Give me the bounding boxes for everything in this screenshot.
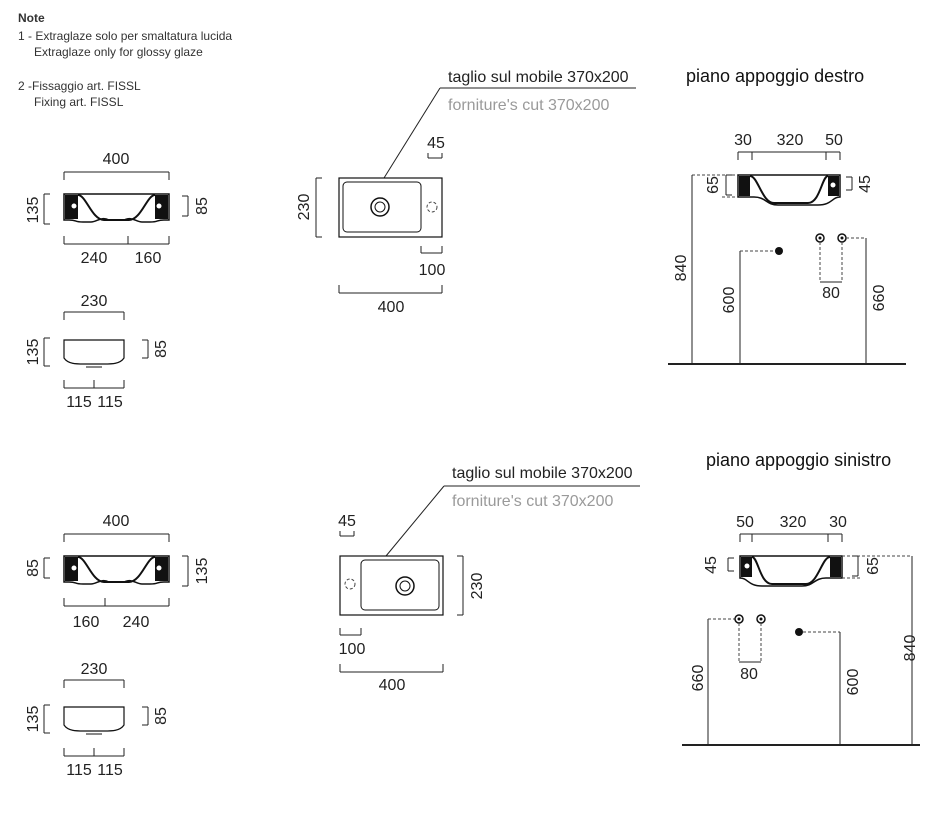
dim-45-r: 45 xyxy=(857,175,874,193)
front-view-bottom: 400 85 135 160 240 xyxy=(25,513,211,631)
dim-45: 45 xyxy=(427,135,445,152)
dim-100-b: 100 xyxy=(339,641,366,658)
dim-side-85: 85 xyxy=(153,340,170,358)
dim-45-l: 45 xyxy=(703,556,720,574)
dim-80-l: 80 xyxy=(740,666,758,683)
note-2-it: 2 -Fissaggio art. FISSL xyxy=(18,79,141,93)
dim-230-plan-b: 230 xyxy=(469,573,486,600)
note-2-en: Fixing art. FISSL xyxy=(34,95,124,109)
dim-160: 160 xyxy=(135,250,162,267)
dim-400-plan: 400 xyxy=(378,299,405,316)
notes-title: Note xyxy=(18,11,45,25)
dim-320-l: 320 xyxy=(780,514,807,531)
dim-240-b: 240 xyxy=(123,614,150,631)
dim-height-85: 85 xyxy=(194,197,211,215)
dim-230-plan: 230 xyxy=(296,194,313,221)
dim-45-b: 45 xyxy=(338,513,356,530)
dim-840-r: 840 xyxy=(673,255,690,282)
cut-label-en: forniture's cut 370x200 xyxy=(448,97,609,114)
front-view-top: 400 135 85 240 160 xyxy=(25,151,211,267)
side-view-top: 230 135 85 115 115 xyxy=(25,293,170,411)
plan-view-bottom: taglio sul mobile 370x200 forniture's cu… xyxy=(338,465,640,694)
cut-label-it: taglio sul mobile 370x200 xyxy=(448,69,629,86)
dim-230: 230 xyxy=(81,293,108,310)
dim-100: 100 xyxy=(419,262,446,279)
cut-label-en-b: forniture's cut 370x200 xyxy=(452,493,613,510)
dim-85-b: 85 xyxy=(25,559,42,577)
dim-side-85-b: 85 xyxy=(153,707,170,725)
dim-135-b: 135 xyxy=(194,558,211,585)
dim-80-r: 80 xyxy=(822,285,840,302)
install-left: piano appoggio sinistro 50 320 30 45 65 … xyxy=(682,450,920,746)
dim-side-135: 135 xyxy=(25,339,42,366)
dim-115-d: 115 xyxy=(97,762,123,779)
dim-30-l: 30 xyxy=(829,514,847,531)
dim-240: 240 xyxy=(81,250,108,267)
dim-width-400: 400 xyxy=(103,151,130,168)
dim-side-135-b: 135 xyxy=(25,706,42,733)
dim-30-r: 30 xyxy=(734,132,752,149)
dim-115-c: 115 xyxy=(66,762,92,779)
dim-115-a: 115 xyxy=(66,394,92,411)
dim-width-400-b: 400 xyxy=(103,513,130,530)
dim-660-r: 660 xyxy=(871,285,888,312)
side-view-bottom: 230 135 85 115 115 xyxy=(25,661,170,779)
dim-65-l: 65 xyxy=(865,557,882,575)
dim-660-l: 660 xyxy=(690,665,707,692)
dim-50-l: 50 xyxy=(736,514,754,531)
dim-600-r: 600 xyxy=(721,287,738,314)
title-left: piano appoggio sinistro xyxy=(706,450,891,470)
dim-115-b: 115 xyxy=(97,394,123,411)
dim-400-plan-b: 400 xyxy=(379,677,406,694)
dim-840-l: 840 xyxy=(902,635,919,662)
dim-160-b: 160 xyxy=(73,614,100,631)
dim-600-l: 600 xyxy=(845,669,862,696)
dim-320-r: 320 xyxy=(777,132,804,149)
title-right: piano appoggio destro xyxy=(686,66,864,86)
cut-label-it-b: taglio sul mobile 370x200 xyxy=(452,465,633,482)
note-1-en: Extraglaze only for glossy glaze xyxy=(34,45,203,59)
dim-65-r: 65 xyxy=(705,176,722,194)
note-1-it: 1 - Extraglaze solo per smaltatura lucid… xyxy=(18,29,233,43)
install-right: piano appoggio destro 30 320 50 65 45 84… xyxy=(668,66,906,365)
dim-height-135: 135 xyxy=(25,197,42,224)
plan-view-top: taglio sul mobile 370x200 forniture's cu… xyxy=(296,69,636,316)
notes-block: Note 1 - Extraglaze solo per smaltatura … xyxy=(18,10,318,110)
dim-50-r: 50 xyxy=(825,132,843,149)
dim-230-b: 230 xyxy=(81,661,108,678)
